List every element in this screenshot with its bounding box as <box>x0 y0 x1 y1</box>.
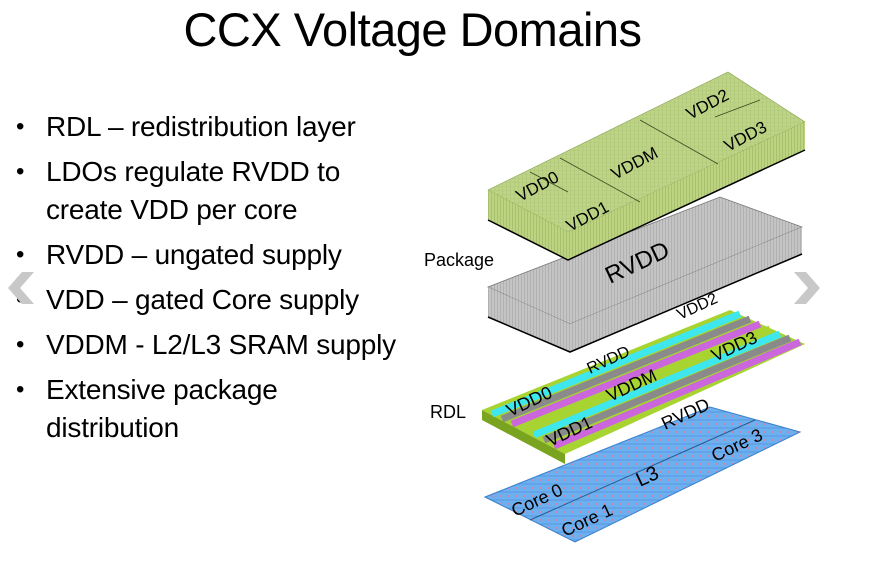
die-layer: Core 0 Core 1 L3 Core 3 <box>483 406 802 543</box>
bullet-glyph: • <box>16 158 25 185</box>
chevron-right-icon <box>794 272 820 304</box>
rdl-label: RDL <box>430 402 467 422</box>
bullet-text: RVDD – ungated supply <box>46 239 342 270</box>
bullet-glyph: • <box>16 376 25 403</box>
bullet-text: VDDM - L2/L3 SRAM supply <box>46 329 396 360</box>
bullet-text: VDD – gated Core supply <box>46 284 359 315</box>
bullet-text: LDOs regulate RVDD to create VDD per cor… <box>46 156 341 225</box>
bullet-item: • Extensive package distribution <box>16 371 416 447</box>
bullet-item: • VDDM - L2/L3 SRAM supply <box>16 326 416 364</box>
bullet-item: • LDOs regulate RVDD to create VDD per co… <box>16 153 416 229</box>
package-label: Package <box>424 250 495 270</box>
top-voltage-plate: VDD0 VDD1 VDDM VDD2 VDD3 <box>487 71 806 261</box>
bullet-glyph: • <box>16 113 25 140</box>
bullet-item: •VDD – gated Core supply <box>16 281 416 319</box>
bullet-glyph: • <box>16 331 25 358</box>
bullet-item: • RVDD – ungated supply <box>16 236 416 274</box>
previous-slide-button[interactable] <box>6 268 46 308</box>
voltage-domain-diagram: Core 0 Core 1 L3 Core 3 VDD0 VDD1 VDDM V… <box>410 62 830 562</box>
slide-title: CCX Voltage Domains <box>183 3 642 56</box>
bullet-item: • RDL – redistribution layer <box>16 108 416 146</box>
bullet-text: RDL – redistribution layer <box>46 111 356 142</box>
chevron-left-icon <box>8 272 34 304</box>
package-plate: RVDD <box>486 196 804 353</box>
next-slide-button[interactable] <box>784 268 824 308</box>
bullet-text: Extensive package distribution <box>46 374 278 443</box>
bullet-glyph: • <box>16 241 25 268</box>
bullet-list: • RDL – redistribution layer • LDOs regula… <box>16 108 416 454</box>
